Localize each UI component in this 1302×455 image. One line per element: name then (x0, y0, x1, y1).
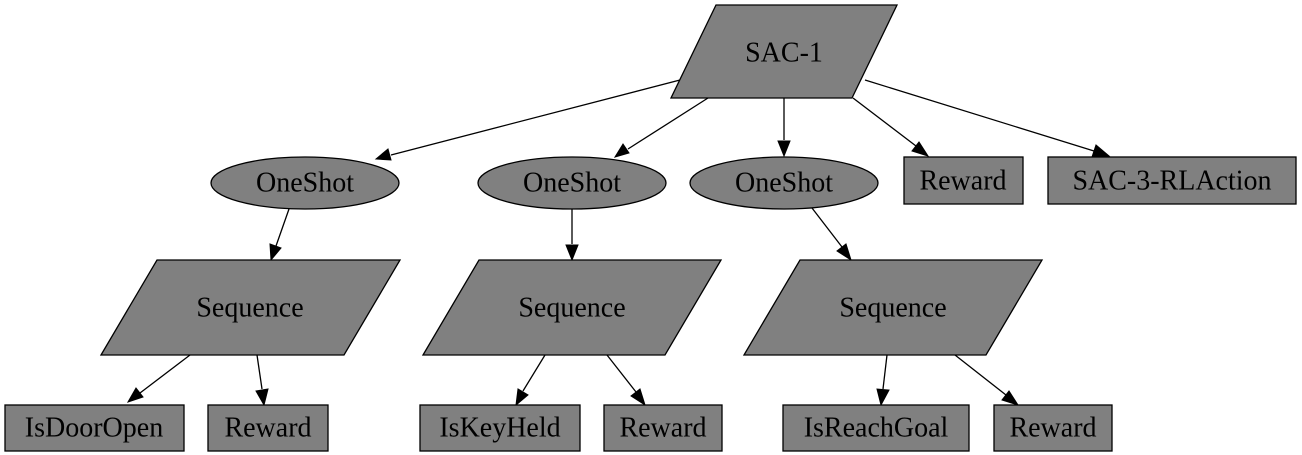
node-reward-top: Reward (903, 156, 1024, 205)
node-label: IsDoorOpen (25, 413, 163, 444)
node-label: OneShot (256, 168, 354, 199)
edge-sequence-3-reward-3 (954, 354, 1007, 396)
edge-sequence-1-reward-1 (256, 354, 263, 390)
edge-root-oneshot-2 (627, 97, 709, 150)
node-reward-1: Reward (207, 404, 329, 452)
node-sequence-3: Sequence (742, 259, 1044, 356)
node-label: Reward (1009, 413, 1096, 444)
edge-sequence-2-reward-2 (606, 354, 637, 393)
node-label: Sequence (196, 293, 303, 324)
edge-root-oneshot-1 (390, 79, 681, 156)
arrowhead (1001, 390, 1020, 406)
node-label: Reward (224, 413, 311, 444)
node-oneshot-2: OneShot (477, 156, 667, 210)
node-label: IsReachGoal (804, 413, 949, 444)
node-root: SAC-1 (669, 4, 899, 99)
arrowhead (269, 243, 282, 262)
arrowhead (515, 388, 529, 407)
edge-sequence-1-is-door-open (139, 354, 191, 394)
edge-root-rlaction (864, 79, 1095, 152)
node-rlaction: SAC-3-RLAction (1047, 156, 1297, 205)
node-reward-2: Reward (603, 404, 723, 452)
node-label: SAC-1 (745, 38, 823, 69)
node-oneshot-1: OneShot (210, 156, 400, 210)
arrowhead (1091, 144, 1111, 158)
node-label: Reward (919, 166, 1006, 197)
edges (126, 79, 1111, 407)
node-oneshot-3: OneShot (689, 156, 879, 210)
node-label: SAC-3-RLAction (1072, 166, 1271, 197)
node-label: Sequence (518, 293, 625, 324)
node-label: IsKeyHeld (439, 413, 560, 444)
node-label: Reward (619, 413, 706, 444)
edge-oneshot-1-sequence-1 (275, 208, 290, 247)
arrowhead (126, 387, 144, 403)
arrowhead (255, 388, 269, 407)
arrowhead (911, 141, 930, 157)
edge-oneshot-3-sequence-3 (811, 207, 843, 248)
arrowhead (777, 140, 791, 158)
node-reward-3: Reward (993, 404, 1113, 452)
node-sequence-2: Sequence (421, 259, 723, 356)
arrowhead (565, 244, 579, 262)
node-is-door-open: IsDoorOpen (4, 404, 185, 452)
edge-sequence-3-is-reach-goal (882, 354, 888, 390)
node-is-key-held: IsKeyHeld (419, 404, 581, 452)
node-label: OneShot (735, 168, 833, 199)
arrowhead (630, 388, 646, 407)
node-label: OneShot (523, 168, 621, 199)
arrowhead (876, 388, 890, 407)
arrowhead (613, 143, 630, 158)
edge-sequence-2-is-key-held (522, 354, 546, 392)
node-label: Sequence (839, 293, 946, 324)
arrowhead (836, 243, 852, 262)
arrowhead (374, 148, 392, 161)
node-is-reach-goal: IsReachGoal (782, 404, 970, 452)
edge-root-reward-top (852, 97, 917, 147)
node-sequence-1: Sequence (99, 259, 402, 356)
